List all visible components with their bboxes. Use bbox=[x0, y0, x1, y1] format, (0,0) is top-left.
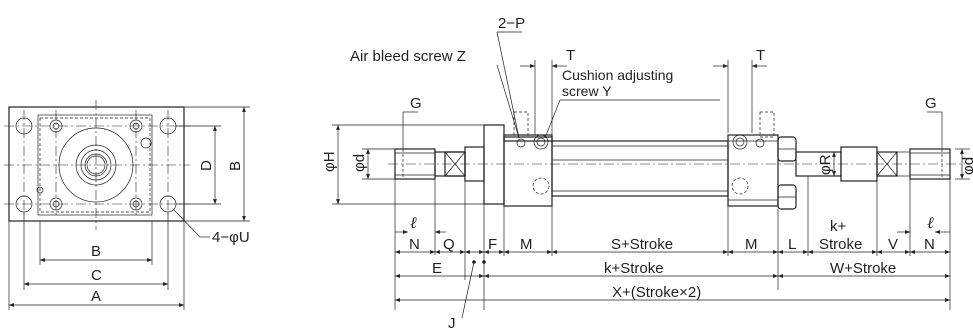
label-ell-right: ℓ bbox=[927, 215, 934, 232]
label-M-right: M bbox=[745, 236, 758, 253]
right-rod-thread bbox=[909, 148, 951, 180]
label-J: J bbox=[448, 315, 456, 332]
label-M-left: M bbox=[520, 236, 533, 253]
label-V: V bbox=[888, 236, 898, 253]
label-E: E bbox=[432, 260, 442, 277]
front-view: B C A D B 4−φU bbox=[4, 100, 250, 310]
right-wrench-flat bbox=[876, 151, 898, 177]
label-T-right: T bbox=[756, 47, 765, 64]
label-N-left: N bbox=[409, 236, 420, 253]
label-G-left: G bbox=[410, 95, 422, 112]
dim-C: C bbox=[91, 267, 102, 284]
label-k-stroke: k+Stroke bbox=[604, 260, 664, 277]
label-phid-right: φd bbox=[960, 157, 973, 175]
label-phid-left: φd bbox=[351, 154, 368, 172]
air-bleed-right bbox=[755, 138, 765, 148]
label-2-P: 2−P bbox=[498, 15, 525, 32]
label-ell-left: ℓ bbox=[410, 215, 417, 232]
label-k-plus: k+ bbox=[830, 218, 847, 235]
label-air-bleed: Air bleed screw Z bbox=[350, 48, 466, 65]
side-view: 2−P Air bleed screw Z Cushion adjusting … bbox=[321, 15, 973, 332]
label-Q: Q bbox=[443, 236, 455, 253]
port-circle-2 bbox=[36, 186, 44, 194]
label-X-stroke: X+(Stroke×2) bbox=[612, 284, 701, 301]
head-cover bbox=[503, 136, 553, 207]
label-phiH: φH bbox=[321, 151, 338, 172]
label-L: L bbox=[788, 236, 796, 253]
label-W-stroke: W+Stroke bbox=[830, 260, 896, 277]
cushion-screw-right bbox=[732, 134, 748, 150]
air-bleed-left bbox=[516, 138, 526, 148]
cushion-screw-left bbox=[533, 134, 549, 150]
dim-A: A bbox=[91, 288, 101, 305]
label-phiR: φR bbox=[817, 154, 834, 175]
port-circle bbox=[140, 137, 152, 149]
dim-B-bottom: B bbox=[91, 243, 101, 260]
label-N-right: N bbox=[924, 236, 935, 253]
rear-cover bbox=[727, 134, 779, 207]
tube bbox=[551, 140, 729, 197]
label-cushion-2: screw Y bbox=[562, 83, 612, 99]
dim-B-side: B bbox=[227, 161, 244, 171]
label-T-left: T bbox=[566, 47, 575, 64]
label-F: F bbox=[488, 236, 497, 253]
label-cushion-1: Cushion adjusting bbox=[562, 67, 673, 83]
label-G-right: G bbox=[925, 95, 937, 112]
label-k-stroke-word: Stroke bbox=[819, 236, 862, 253]
label-S-stroke: S+Stroke bbox=[611, 236, 673, 253]
dim-D: D bbox=[198, 160, 215, 171]
flange-plate bbox=[8, 106, 185, 222]
flange bbox=[483, 124, 505, 205]
hole-callout: 4−φU bbox=[212, 229, 250, 246]
